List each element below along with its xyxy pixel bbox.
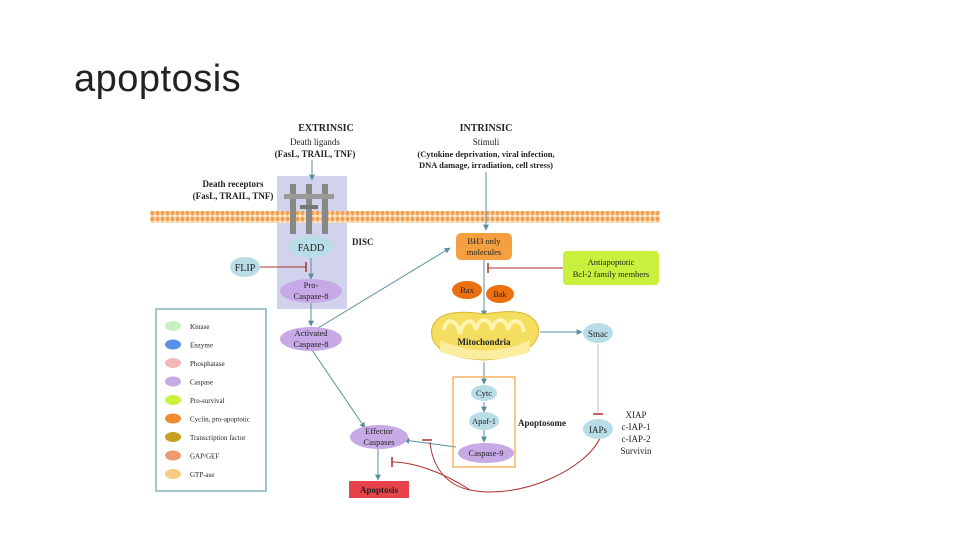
bh3-node <box>456 233 512 260</box>
antiapoptotic-line2: Bcl-2 family members <box>573 269 649 279</box>
iap-inhibition <box>391 437 601 493</box>
effector-caspases-node <box>350 425 408 449</box>
flip-inhibition <box>258 262 307 272</box>
legend-label: Kinase <box>190 323 209 331</box>
death-ligands-label: Death ligands <box>290 137 340 147</box>
mitochondria-node <box>431 311 539 361</box>
bak-label: Bak <box>494 290 507 299</box>
effector-line1: Effector <box>365 426 393 436</box>
extrinsic-header: EXTRINSIC <box>298 123 354 134</box>
stimuli-line2: (Cytokine deprivation, viral infection, <box>417 149 554 159</box>
flip-label: FLIP <box>235 263 256 274</box>
casp8-to-effector <box>311 349 366 429</box>
legend-label: Phosphatase <box>190 360 225 368</box>
legend: KinaseEnzymePhosphataseCaspasePro-surviv… <box>165 321 250 479</box>
legend-label: Caspase <box>190 379 213 387</box>
iap-list-1: c-IAP-1 <box>622 422 651 432</box>
flip-node <box>230 257 260 277</box>
procaspase8-node <box>280 279 342 303</box>
apaf1-node <box>469 412 499 430</box>
antiapoptotic-node <box>563 251 659 285</box>
cytc-node <box>471 385 497 401</box>
caspase9-node <box>458 443 514 463</box>
iap-list-0: XIAP <box>625 410 646 420</box>
apoptosome-label: Apoptosome <box>518 418 566 428</box>
death-receptors-label: Death receptors <box>202 179 264 189</box>
antiapoptotic-line1: Antiapoptotic <box>588 257 635 267</box>
disc-label: DISC <box>352 237 374 247</box>
apoptosis-node <box>349 481 409 498</box>
activated-caspase8-line1: Activated <box>294 328 328 338</box>
bcl2-inhibition <box>487 263 566 273</box>
stimuli-line3: DNA damage, irradiation, cell stress) <box>419 160 553 170</box>
procaspase8-line2: Caspase-8 <box>294 291 329 301</box>
procaspase8-line1: Pro- <box>304 280 319 290</box>
intrinsic-header: INTRINSIC <box>460 123 513 134</box>
legend-swatch <box>165 376 181 387</box>
iap-list-3: Survivin <box>620 446 652 456</box>
smac-node <box>583 323 613 343</box>
iaps-label: IAPs <box>589 425 608 435</box>
bax-label: Bax <box>460 285 474 295</box>
legend-swatch <box>165 321 181 331</box>
death-receptor <box>284 184 334 234</box>
fadd-node <box>289 236 333 258</box>
legend-label: Enzyme <box>190 342 213 350</box>
smac-label: Smac <box>588 329 608 339</box>
slide-title: apoptosis <box>74 58 242 100</box>
cytc-label: Cytc <box>476 388 492 398</box>
death-ligands-list: (FasL, TRAIL, TNF) <box>275 149 356 159</box>
legend-label: Pro-survival <box>190 397 225 405</box>
legend-swatch <box>165 358 181 368</box>
cell-membrane <box>150 211 660 223</box>
activated-caspase8-line2: Caspase-8 <box>294 339 329 349</box>
legend-label: GAP/GEF <box>190 453 219 461</box>
apoptosome-box <box>452 376 516 468</box>
bax-node <box>452 281 482 299</box>
legend-label: Transcription factor <box>190 434 246 442</box>
smac-inhibition <box>593 344 603 415</box>
apaf1-label: Apaf-1 <box>472 416 496 426</box>
legend-swatch <box>165 432 181 442</box>
casp8-to-bh3 <box>317 247 451 329</box>
bak-node <box>486 285 514 303</box>
stimuli-label: Stimuli <box>473 137 500 147</box>
bh3-line1: BH3 only <box>467 236 501 246</box>
legend-swatch <box>165 450 181 461</box>
iaps-node <box>583 419 613 439</box>
legend-swatch <box>165 339 181 350</box>
mitochondria-label: Mitochondria <box>458 337 511 347</box>
apoptosis-label: Apoptosis <box>360 485 399 495</box>
death-receptors-list: (FasL, TRAIL, TNF) <box>193 191 274 201</box>
bh3-line2: molecules <box>467 247 501 257</box>
iap-list-2: c-IAP-2 <box>622 434 651 444</box>
legend-label: Cyclin, pro-apoptotic <box>190 416 250 424</box>
legend-swatch <box>165 395 181 405</box>
legend-label: GTP-ase <box>190 471 215 479</box>
legend-swatch <box>165 469 181 479</box>
effector-line2: Caspases <box>363 437 394 447</box>
caspase9-label: Caspase-9 <box>469 448 504 458</box>
activated-caspase8-node <box>280 327 342 351</box>
fadd-label: FADD <box>298 243 324 254</box>
legend-swatch <box>165 413 181 424</box>
